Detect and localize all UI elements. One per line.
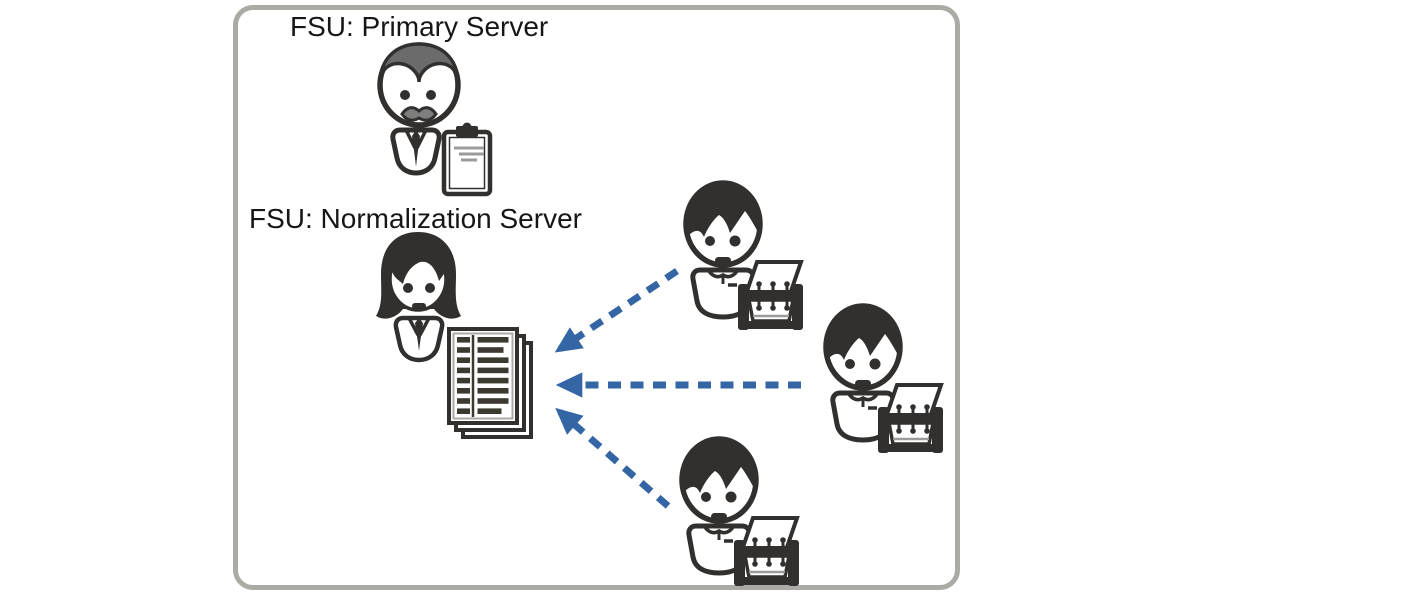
worker-with-rolodex-icon <box>683 180 805 334</box>
worker-with-rolodex-icon <box>679 436 801 590</box>
manager-with-clipboard-icon <box>372 40 498 198</box>
diagram-frame <box>233 5 960 590</box>
normalization-server-label: FSU: Normalization Server <box>249 203 582 234</box>
primary-server-label: FSU: Primary Server <box>290 11 549 42</box>
document-stack-icon <box>444 327 546 445</box>
worker-with-rolodex-icon <box>823 303 945 457</box>
